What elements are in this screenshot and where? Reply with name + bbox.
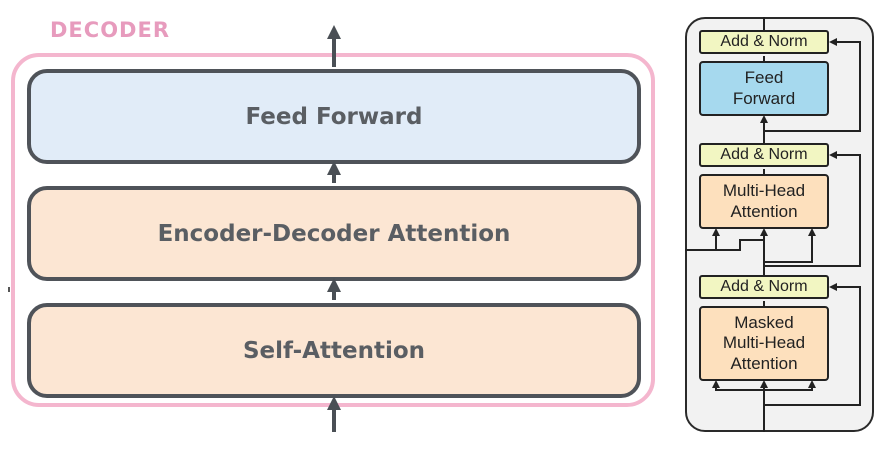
mmha-line2: Multi-Head	[722, 333, 806, 353]
add-norm-mid-label: Add & Norm	[720, 146, 808, 164]
add-norm-bottom-label: Add & Norm	[720, 278, 808, 296]
encoder-decoder-attention-layer: Encoder-Decoder Attention	[27, 186, 641, 281]
mmha-line3: Attention	[730, 353, 798, 373]
decoder-title: DECODER	[50, 18, 170, 42]
self-attention-label: Self-Attention	[242, 337, 425, 364]
feed-forward-layer: Feed Forward	[27, 69, 641, 164]
feed-forward-label: Feed Forward	[245, 103, 423, 130]
add-norm-bottom: Add & Norm	[699, 275, 829, 299]
add-norm-top: Add & Norm	[699, 30, 829, 54]
multi-head-attention-block: Multi-Head Attention	[699, 174, 829, 229]
mmha-line1: Masked	[734, 312, 794, 332]
feed-forward-line2: Forward	[732, 88, 796, 108]
encoder-decoder-attention-label: Encoder-Decoder Attention	[157, 220, 511, 247]
masked-multi-head-attention-block: Masked Multi-Head Attention	[699, 306, 829, 381]
add-norm-top-label: Add & Norm	[720, 33, 808, 51]
mha-line1: Multi-Head	[722, 181, 806, 201]
feed-forward-line1: Feed	[744, 68, 784, 88]
feed-forward-block: Feed Forward	[699, 61, 829, 116]
mha-line2: Attention	[730, 201, 798, 221]
add-norm-mid: Add & Norm	[699, 143, 829, 167]
